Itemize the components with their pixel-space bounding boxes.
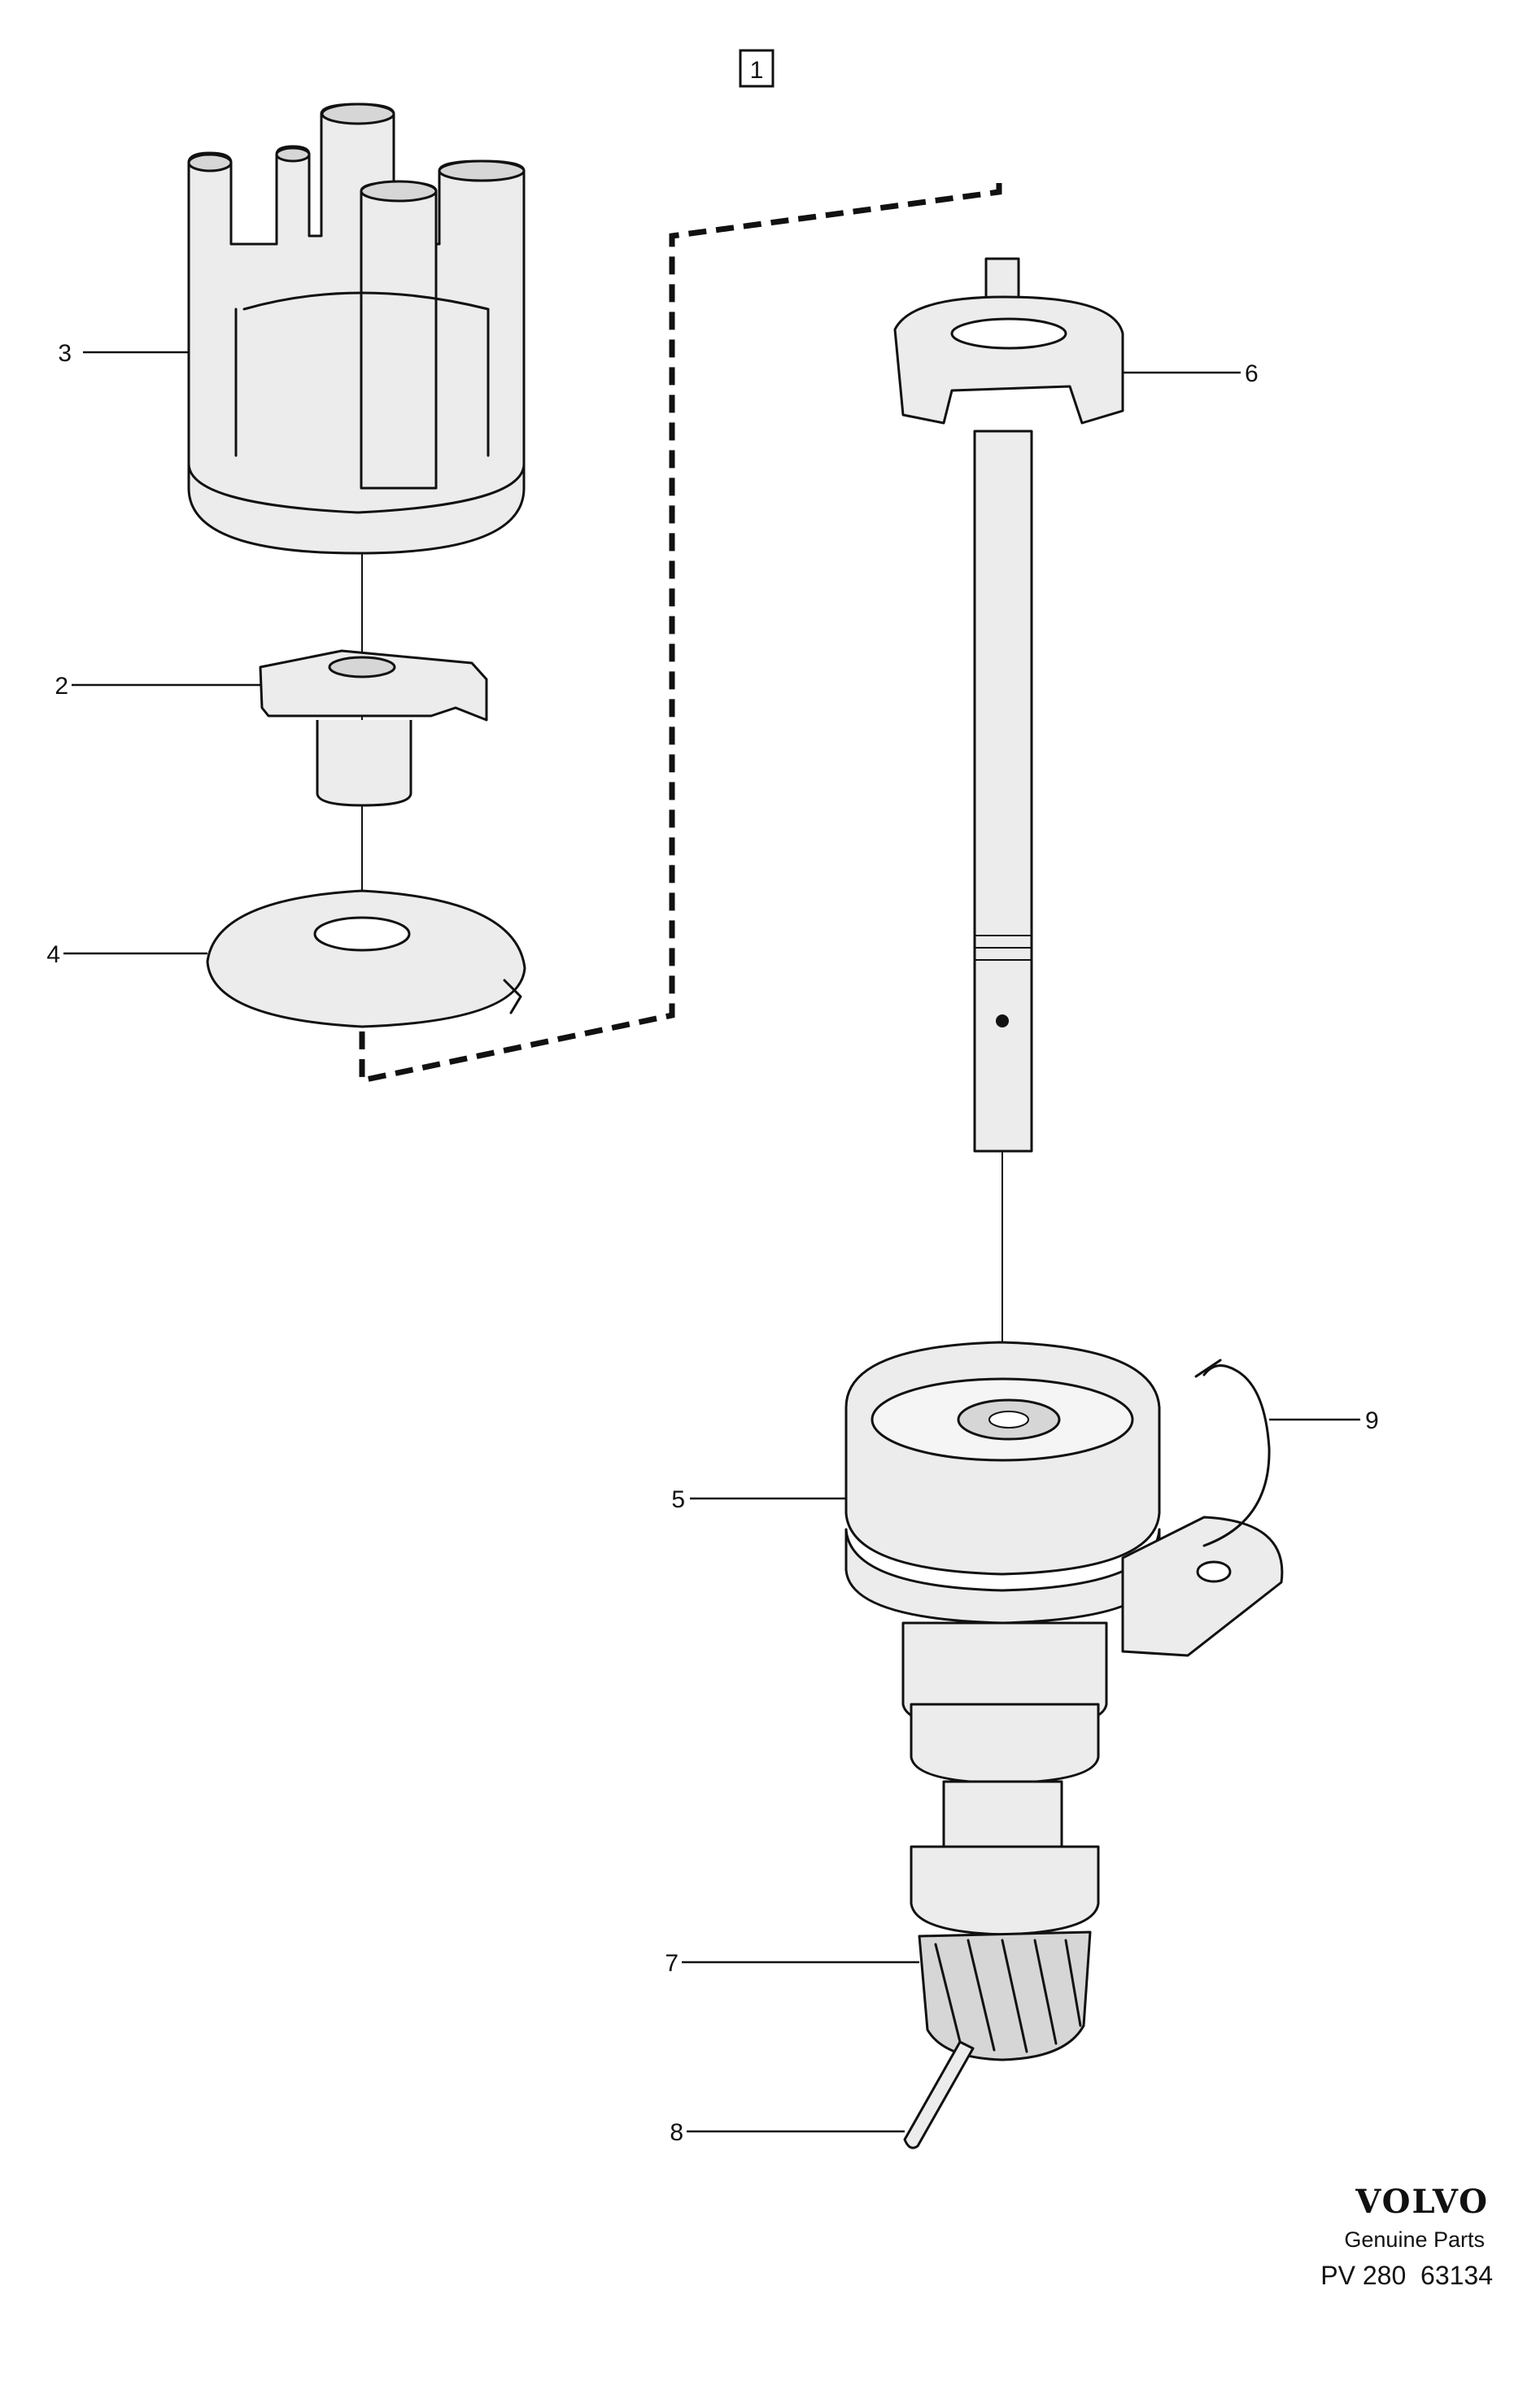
- callout-9: 9: [1365, 1407, 1379, 1434]
- brand-block: VOLVO Genuine Parts PV 280 63134: [1320, 2183, 1493, 2290]
- group-label: 1: [739, 49, 775, 88]
- distributor-cap: [187, 103, 526, 555]
- distributor-body: [844, 1341, 1284, 1936]
- assembly-connector-dashed: [359, 183, 1002, 1084]
- callout-7: 7: [665, 1950, 679, 1977]
- group-label-text: 1: [750, 57, 764, 84]
- drive-gear: [918, 1930, 1092, 2061]
- spring-clip: [1194, 1359, 1271, 1547]
- dust-shield: [206, 889, 526, 1028]
- brand-logo: VOLVO: [1355, 2183, 1489, 2221]
- callout-4: 4: [46, 941, 60, 968]
- callout-8: 8: [670, 2119, 683, 2146]
- callout-2: 2: [55, 673, 68, 700]
- brand-subtitle: Genuine Parts: [1344, 2227, 1485, 2252]
- distributor-shaft: [893, 257, 1124, 1153]
- rotor: [259, 649, 488, 807]
- gear-pin: [903, 2040, 975, 2149]
- callout-3: 3: [58, 340, 72, 367]
- callout-5: 5: [671, 1486, 685, 1513]
- callout-6: 6: [1245, 360, 1259, 387]
- brand-code: PV 280 63134: [1320, 2261, 1493, 2290]
